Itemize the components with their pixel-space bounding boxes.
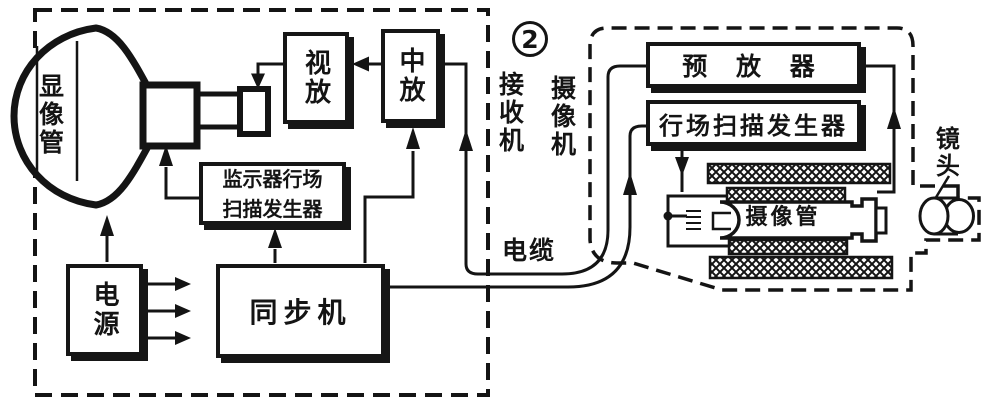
arrow-power-up-icon bbox=[100, 215, 114, 236]
preamplifier-label: 预 放 器 bbox=[682, 52, 825, 81]
camera-tube-body bbox=[719, 197, 878, 243]
wire-coil-frame bbox=[666, 194, 742, 248]
lens-leader-line bbox=[933, 175, 951, 200]
box-power-supply: 电源 bbox=[66, 264, 143, 356]
coil-bottom-outer bbox=[708, 255, 894, 280]
arrow-power-right-1-icon bbox=[175, 277, 191, 291]
heater-grid bbox=[686, 210, 701, 230]
junction-dot bbox=[663, 211, 673, 221]
arrow-into-coils-icon bbox=[675, 157, 689, 176]
arrow-cable-video-up-icon bbox=[459, 129, 473, 151]
coil-top-outer bbox=[706, 162, 892, 185]
crt-neck bbox=[193, 91, 245, 130]
camera-scan-generator-label: 行场扫描发生器 bbox=[659, 111, 848, 140]
lens-icon bbox=[918, 175, 975, 236]
box-sync-generator: 同步机 bbox=[216, 264, 385, 358]
coil-bottom-inner bbox=[727, 238, 849, 256]
camera-tube-icon bbox=[663, 197, 888, 243]
crt-socket bbox=[237, 86, 271, 137]
wire-cable-video bbox=[441, 62, 646, 276]
arrowheads bbox=[100, 56, 901, 345]
crt-yoke bbox=[139, 81, 201, 150]
arrow-into-yoke-icon bbox=[159, 145, 173, 166]
crt-icon bbox=[10, 24, 271, 209]
power-supply-label: 电源 bbox=[89, 281, 119, 339]
if-amplifier-label: 中放 bbox=[395, 47, 425, 105]
arrow-into-crt-icon bbox=[251, 73, 265, 89]
crt-label: 显像管 bbox=[35, 73, 65, 157]
figure-number-badge: 2 bbox=[512, 21, 548, 57]
arrow-into-video-amp-icon bbox=[352, 56, 369, 72]
crt-funnel bbox=[10, 24, 155, 209]
monitor-scan-generator-label: 监示器行场 扫描发生器 bbox=[222, 166, 323, 221]
sync-generator-label: 同步机 bbox=[249, 296, 352, 329]
camera-section-label: 摄像机 bbox=[547, 75, 577, 159]
wire-scan-to-yoke bbox=[164, 167, 199, 200]
camera-tube-label: 摄像管 bbox=[745, 205, 821, 230]
electron-gun bbox=[711, 211, 731, 231]
arrow-cable-sync-up-icon bbox=[623, 172, 637, 195]
arrow-power-right-2-icon bbox=[175, 304, 191, 318]
box-monitor-scan-generator: 监示器行场 扫描发生器 bbox=[199, 162, 346, 225]
crt-screen-lines bbox=[35, 41, 79, 181]
arrow-into-if-amp-icon bbox=[406, 127, 420, 149]
box-video-amplifier: 视放 bbox=[283, 32, 349, 124]
cable-label: 电缆 bbox=[502, 236, 557, 265]
receiver-dashed-border bbox=[33, 8, 490, 397]
lens-label: 镜头 bbox=[931, 126, 960, 180]
arrow-power-right-3-icon bbox=[175, 331, 191, 345]
camera-tube-target-stub bbox=[874, 206, 888, 235]
arrow-into-preamp-icon bbox=[887, 107, 901, 129]
receiver-section-label: 接收机 bbox=[495, 71, 525, 155]
deflection-coils bbox=[706, 162, 894, 280]
wire-video-to-crt bbox=[256, 62, 283, 75]
video-amplifier-label: 视放 bbox=[300, 49, 331, 107]
box-preamplifier: 预 放 器 bbox=[646, 42, 861, 88]
wire-cable-sync bbox=[386, 124, 646, 289]
figure-number: 2 bbox=[521, 24, 539, 54]
arrow-into-monitor-scan-icon bbox=[268, 228, 282, 248]
camera-dashed-border bbox=[588, 26, 981, 292]
box-camera-scan-generator: 行场扫描发生器 bbox=[646, 100, 861, 146]
wire-sync-to-if bbox=[363, 151, 415, 263]
lens-front-element bbox=[918, 196, 950, 236]
box-if-amplifier: 中放 bbox=[381, 29, 440, 123]
